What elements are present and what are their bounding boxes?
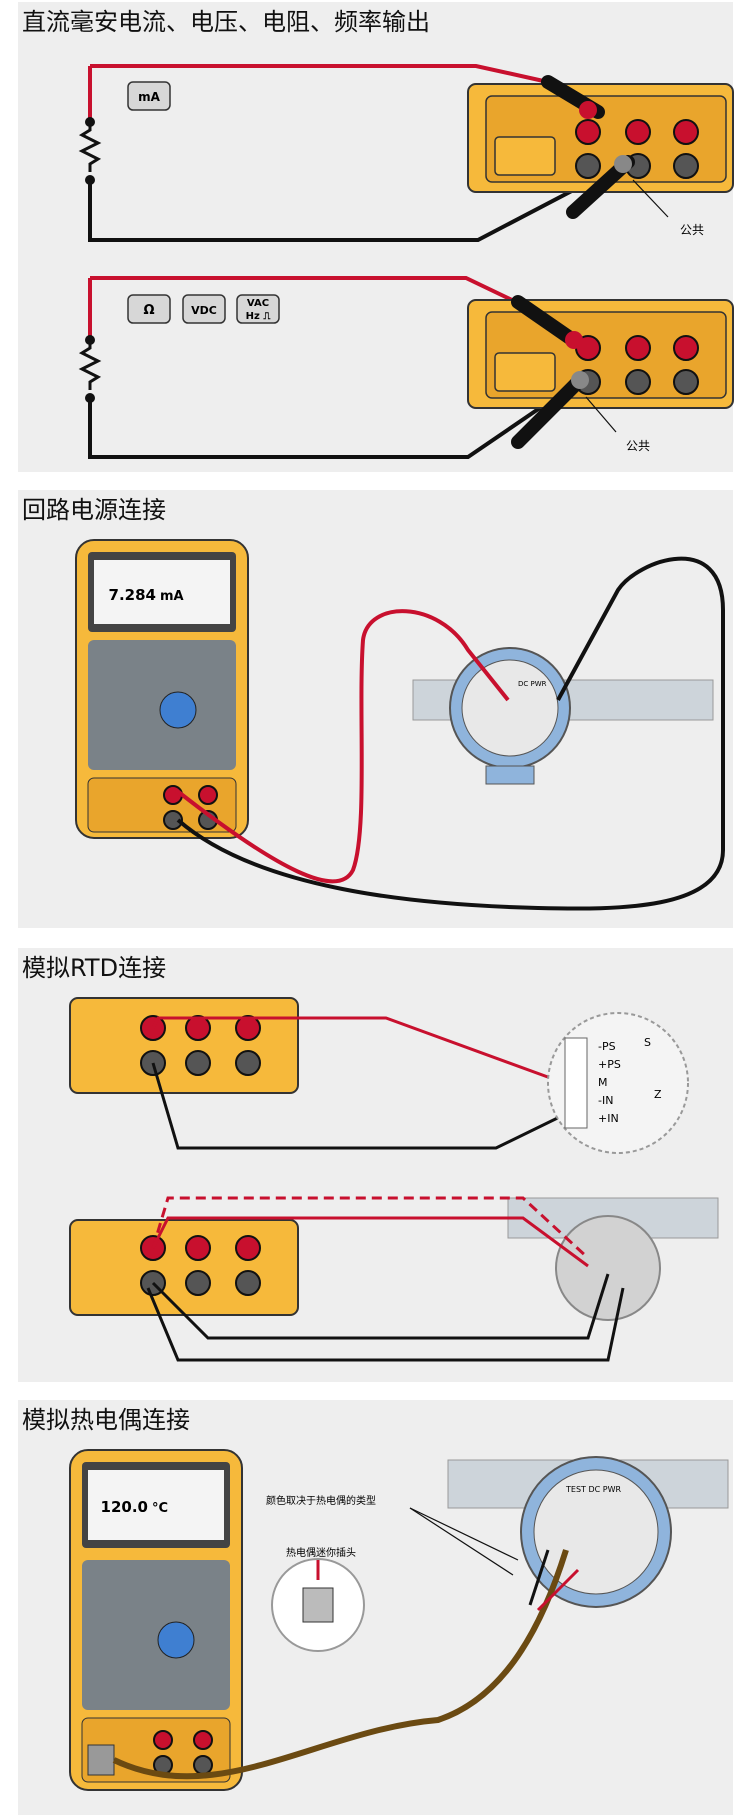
panel-source-output: 直流毫安电流、电压、电阻、频率输出 mA [18, 2, 734, 472]
reading-unit-1: mA [160, 589, 184, 604]
ohm-button-icon [127, 294, 171, 324]
calibrator-2: 120.0 °C [69, 1449, 243, 1791]
reading-value-1: 7.284 [109, 586, 156, 604]
section-title-loop-power: 回路电源连接 [22, 496, 166, 524]
reading-value-2: 120.0 [101, 1498, 148, 1516]
section-title-source-output: 直流毫安电流、电压、电阻、频率输出 [22, 8, 430, 36]
label-z: Z [654, 1088, 662, 1101]
rtd-terminal-block: -PS +PS M -IN +IN S Z [547, 1012, 689, 1154]
black-wire [176, 556, 725, 911]
thermocouple-wire [112, 1549, 569, 1780]
terminal-minus-in: -IN [598, 1094, 613, 1107]
ma-button-label: mA [138, 90, 161, 104]
thermocouple-plug-icon [87, 1744, 115, 1776]
ohm-button-label: Ω [143, 303, 154, 318]
diagram-loop-power: 7.284 mA DC PWR [75, 539, 725, 911]
panel-thermocouple: 模拟热电偶连接 120.0 °C 颜色取决于热电偶的类型 热电偶迷你插头 颜色取… [18, 1400, 733, 1815]
vdc-button-label: VDC [191, 304, 217, 317]
circuit-ma: mA 公共 [78, 64, 734, 242]
diagram-source-output: mA 公共 Ω [78, 64, 734, 459]
section-title-rtd: 模拟RTD连接 [22, 954, 167, 982]
ma-button-icon [127, 81, 171, 111]
diagram-thermocouple: 120.0 °C 颜色取决于热电偶的类型 热电偶迷你插头 颜色取决于热电偶的类型… [69, 1449, 729, 1791]
terminal-m: M [598, 1076, 608, 1089]
vdc-button-icon [182, 294, 226, 324]
rtd-meter-2 [69, 1219, 299, 1316]
label-s: S [644, 1036, 651, 1049]
diagram-rtd: -PS +PS M -IN +IN S Z [69, 997, 719, 1362]
common-label-1: 公共 [680, 223, 704, 237]
vac-button-label-1: VAC [247, 298, 269, 309]
section-title-thermocouple: 模拟热电偶连接 [22, 1406, 190, 1434]
transmitter: DC PWR [412, 647, 714, 785]
panel-loop-power: 回路电源连接 7.284 mA DC PWR [18, 490, 733, 928]
terminal-minus-ps: -PS [598, 1040, 616, 1053]
panel-rtd: 模拟RTD连接 -PS +PS M -IN +IN S Z [18, 948, 733, 1382]
note-plug: 热电偶迷你插头 [286, 1546, 356, 1559]
resistor-icon-2 [78, 340, 102, 390]
circuit-voltage: Ω VDC VAC Hz ⎍ 公共 [78, 276, 734, 459]
calibrator: 7.284 mA [75, 539, 249, 839]
vac-button-label-2: Hz ⎍ [246, 311, 272, 322]
tx-label-2: TEST DC PWR [565, 1485, 621, 1494]
red-wire [174, 609, 510, 884]
tx-label-1: DC PWR [518, 680, 547, 688]
rtd-meter-1 [69, 997, 299, 1094]
terminal-plus-ps: +PS [598, 1058, 621, 1071]
reading-unit-2: °C [152, 1501, 168, 1516]
note-color-visible: 颜色取决于热电偶的类型 [266, 1494, 376, 1507]
resistor-icon [78, 122, 102, 172]
vac-button-icon [236, 294, 280, 324]
terminal-plus-in: +IN [598, 1112, 619, 1125]
common-label-2: 公共 [626, 439, 650, 453]
